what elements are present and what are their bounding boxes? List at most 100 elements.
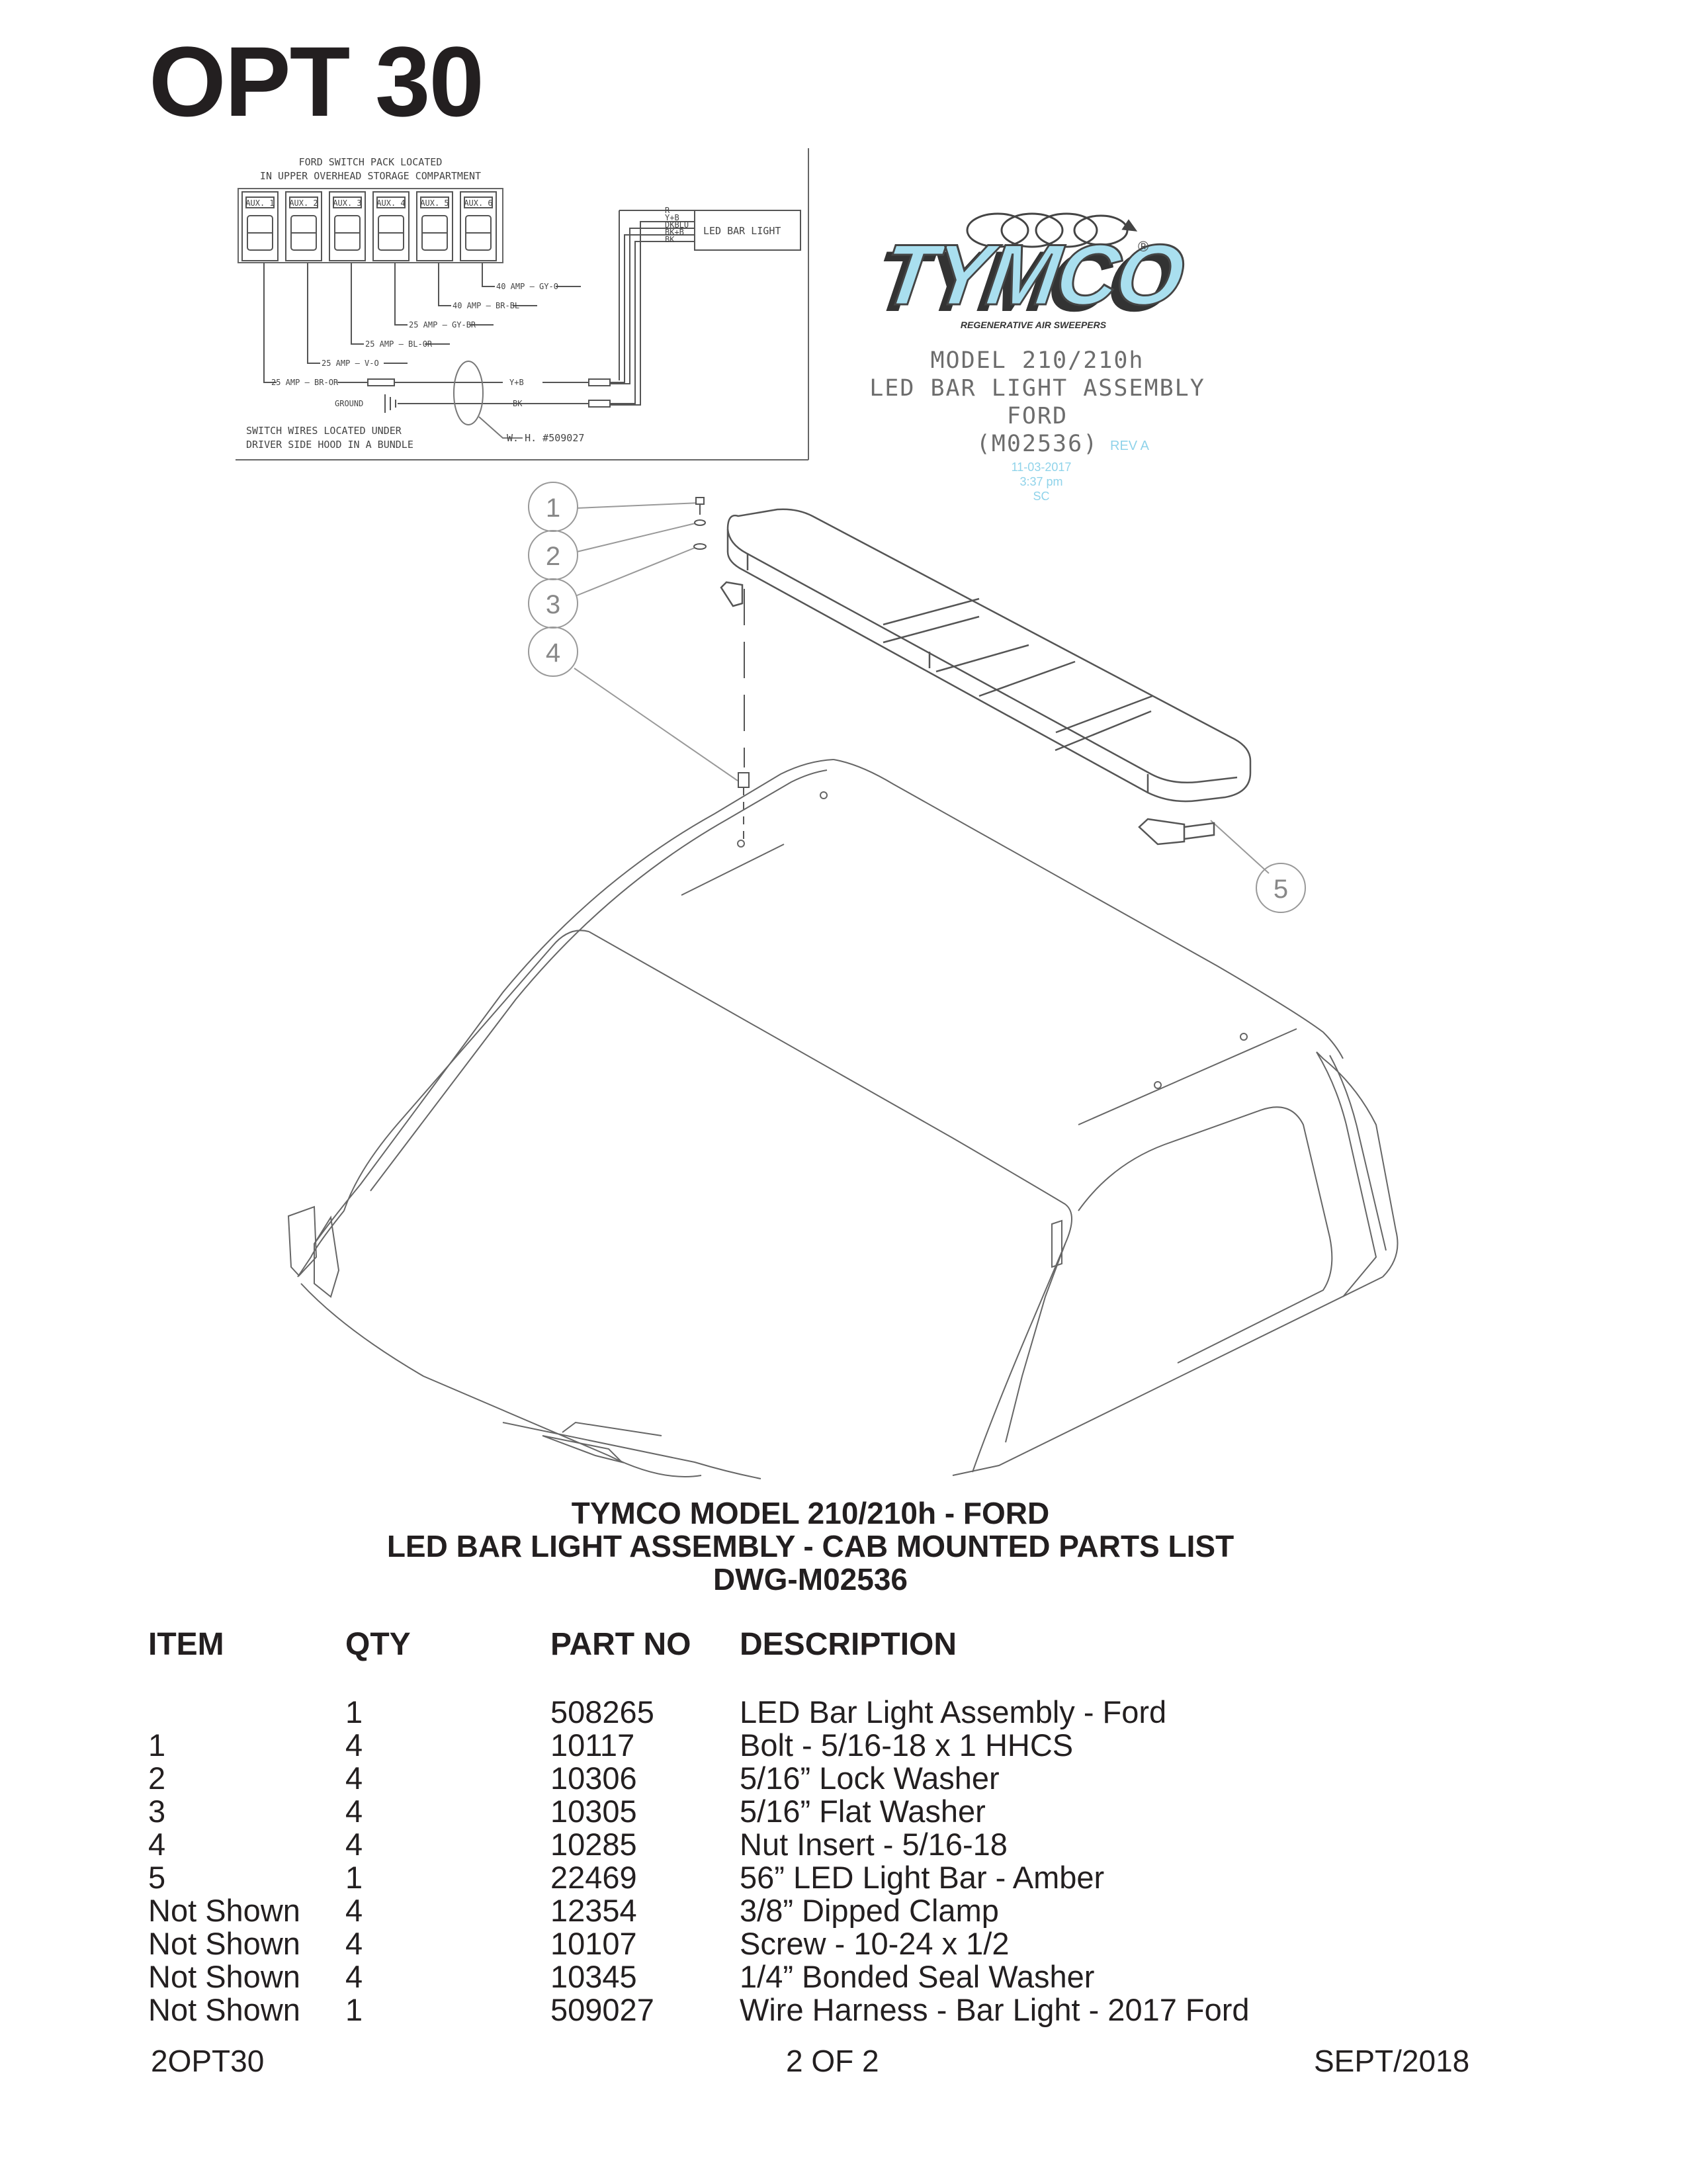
item-cell: 4 xyxy=(148,1827,166,1862)
switch-pack xyxy=(241,191,497,261)
wire-label-4: BK+B xyxy=(665,228,684,237)
item-cell: Not Shown xyxy=(148,1992,300,2027)
qty-cell: 4 xyxy=(345,1761,363,1796)
part-cell: 22469 xyxy=(550,1860,637,1895)
table-row: 4 4 10285 Nut Insert - 5/16-18 xyxy=(0,1826,1687,1862)
circuit-label-5: 25 AMP — V-O xyxy=(322,359,379,368)
description-cell: Nut Insert - 5/16-18 xyxy=(740,1827,1008,1862)
switch-label-3: AUX. 3 xyxy=(333,198,361,208)
table-row: Not Shown 4 10107 Screw - 10-24 x 1/2 xyxy=(0,1925,1687,1961)
bundle-note-1: SWITCH WIRES LOCATED UNDER xyxy=(246,425,402,437)
footer-date: SEPT/2018 xyxy=(1314,2044,1470,2078)
logo-wordmark: TYMCO xyxy=(877,227,1189,323)
switch-label-1: AUX. 1 xyxy=(245,198,274,208)
description-cell: Wire Harness - Bar Light - 2017 Ford xyxy=(740,1992,1250,2027)
circuit-label-6: 25 AMP — BR-OR xyxy=(271,378,339,387)
ground-label: GROUND xyxy=(335,399,363,408)
schematic-text: FORD SWITCH PACK LOCATED IN UPPER OVERHE… xyxy=(245,156,781,451)
run-label-2: BK xyxy=(513,399,523,408)
switch-label-6: AUX. 6 xyxy=(464,198,492,208)
description-cell: 1/4” Bonded Seal Washer xyxy=(740,1959,1095,1994)
switch-note-1: FORD SWITCH PACK LOCATED xyxy=(299,156,443,168)
qty-cell: 4 xyxy=(345,1926,363,1961)
sheet-heading-line-1: TYMCO MODEL 210/210h - FORD xyxy=(571,1496,1050,1530)
model-line-2: LED BAR LIGHT ASSEMBLY xyxy=(869,375,1205,402)
led-bar-box-label: LED BAR LIGHT xyxy=(703,225,781,237)
qty-cell: 4 xyxy=(345,1893,363,1928)
time-stamp: 3:37 pm xyxy=(1019,475,1062,488)
hardware-stack xyxy=(693,497,750,844)
callout-2: 2 xyxy=(546,542,560,571)
table-row: 3 4 10305 5/16” Flat Washer xyxy=(0,1793,1687,1829)
initials-stamp: SC xyxy=(1033,490,1049,503)
description-cell: 5/16” Flat Washer xyxy=(740,1794,986,1829)
air-loops-icon xyxy=(966,212,1138,248)
description-cell: LED Bar Light Assembly - Ford xyxy=(740,1694,1167,1729)
circuit-label-3: 25 AMP — GY-BR xyxy=(409,320,476,329)
registered-mark: ® xyxy=(1138,238,1148,255)
sheet-heading-line-2: LED BAR LIGHT ASSEMBLY - CAB MOUNTED PAR… xyxy=(386,1529,1234,1563)
part-cell: 10306 xyxy=(550,1761,637,1796)
description-cell: 56” LED Light Bar - Amber xyxy=(740,1860,1105,1895)
item-cell: Not Shown xyxy=(148,1926,300,1961)
wire-label-1: R xyxy=(665,206,670,215)
table-row: Not Shown 1 509027 Wire Harness - Bar Li… xyxy=(0,1991,1687,2027)
circuit-label-1: 40 AMP — GY-O xyxy=(496,282,558,291)
qty-cell: 1 xyxy=(345,1694,363,1729)
description-cell: 5/16” Lock Washer xyxy=(740,1761,1000,1796)
qty-cell: 4 xyxy=(345,1827,363,1862)
circuit-label-2: 40 AMP — BR-BL xyxy=(453,301,519,310)
table-row: Not Shown 4 12354 3/8” Dipped Clamp xyxy=(0,1892,1687,1928)
description-cell: 3/8” Dipped Clamp xyxy=(740,1893,999,1928)
part-cell: 10285 xyxy=(550,1827,637,1862)
tymco-logo: TYMCO TYMCO ® REGENERATIVE AIR SWEEPERS xyxy=(868,212,1190,330)
footer-page-number: 2 OF 2 xyxy=(786,2044,879,2078)
model-block: MODEL 210/210h LED BAR LIGHT ASSEMBLY FO… xyxy=(869,347,1205,503)
qty-cell: 1 xyxy=(345,1992,363,2027)
technical-drawing: FORD SWITCH PACK LOCATED IN UPPER OVERHE… xyxy=(236,148,1399,1479)
part-cell: 509027 xyxy=(550,1992,654,2027)
col-header-part: PART NO xyxy=(550,1627,691,1662)
date-stamp: 11-03-2017 xyxy=(1012,460,1072,474)
callout-1: 1 xyxy=(546,494,560,523)
item-cell: 5 xyxy=(148,1860,166,1895)
table-row: Not Shown 4 10345 1/4” Bonded Seal Washe… xyxy=(0,1958,1687,1994)
item-cell: Not Shown xyxy=(148,1959,300,1994)
rev-stamp: REV A xyxy=(1110,439,1150,453)
bundle-note-2: DRIVER SIDE HOOD IN A BUNDLE xyxy=(246,439,413,451)
callout-4: 4 xyxy=(546,638,560,668)
table-row: 1 4 10117 Bolt - 5/16-18 x 1 HHCS xyxy=(0,1727,1687,1763)
table-row: 2 4 10306 5/16” Lock Washer xyxy=(0,1760,1687,1796)
switch-label-2: AUX. 2 xyxy=(289,198,318,208)
wire-label-3: DKBLU xyxy=(665,220,689,230)
qty-cell: 4 xyxy=(345,1727,363,1763)
description-cell: Screw - 10-24 x 1/2 xyxy=(740,1926,1010,1961)
part-cell: 10345 xyxy=(550,1959,637,1994)
circuit-label-4: 25 AMP — BL-OR xyxy=(365,339,433,349)
switch-label-5: AUX. 5 xyxy=(420,198,449,208)
harness-label: W. H. #509027 xyxy=(507,432,584,444)
item-cell: 3 xyxy=(148,1794,166,1829)
col-header-description: DESCRIPTION xyxy=(740,1627,957,1662)
description-cell: Bolt - 5/16-18 x 1 HHCS xyxy=(740,1727,1074,1763)
page-title: OPT 30 xyxy=(149,26,484,137)
switch-label-4: AUX. 4 xyxy=(376,198,405,208)
model-line-4: (M02536) xyxy=(976,431,1099,457)
qty-cell: 4 xyxy=(345,1794,363,1829)
switch-note-2: IN UPPER OVERHEAD STORAGE COMPARTMENT xyxy=(260,170,481,182)
wire-label-2: Y+B xyxy=(665,213,679,222)
cab-roof xyxy=(287,759,1399,1479)
led-light-bar xyxy=(720,508,1252,846)
table-row: 5 1 22469 56” LED Light Bar - Amber xyxy=(0,1859,1687,1895)
sheet-heading-line-3: DWG-M02536 xyxy=(713,1562,908,1596)
wiring-schematic xyxy=(236,148,809,460)
model-line-1: MODEL 210/210h xyxy=(930,347,1144,374)
qty-cell: 1 xyxy=(345,1860,363,1895)
item-cell: 2 xyxy=(148,1761,166,1796)
wire-label-5: BK xyxy=(665,235,675,244)
qty-cell: 4 xyxy=(345,1959,363,1994)
item-cell: 1 xyxy=(148,1727,166,1763)
logo-tagline: REGENERATIVE AIR SWEEPERS xyxy=(961,320,1107,330)
callout-3: 3 xyxy=(546,590,560,619)
part-cell: 12354 xyxy=(550,1893,637,1928)
